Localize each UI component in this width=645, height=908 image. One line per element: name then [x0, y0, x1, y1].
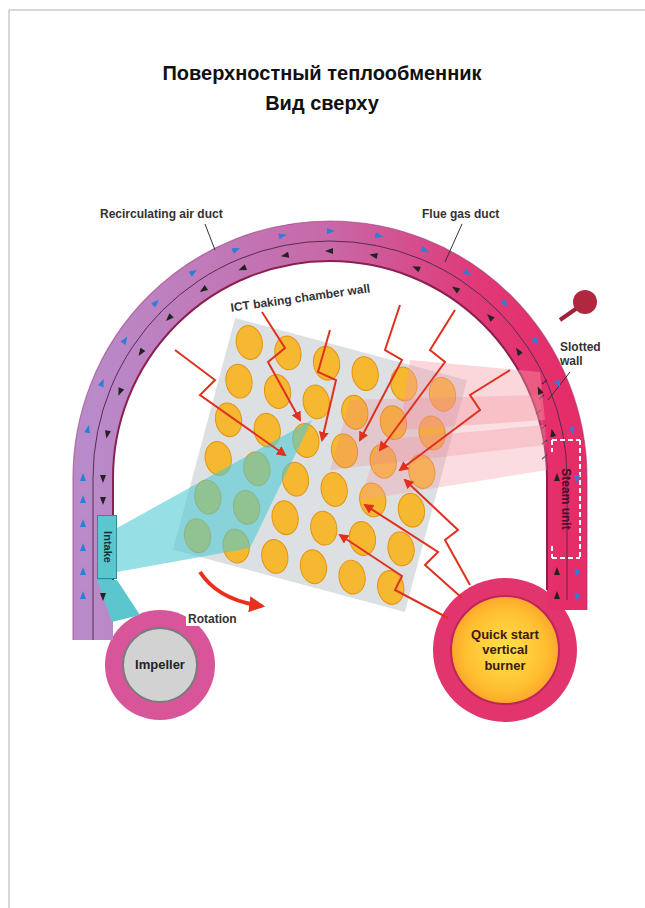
heat-arrow [400, 370, 510, 470]
steam-unit-bracket [552, 440, 580, 558]
node-text: Quick start vertical burner [466, 627, 544, 674]
flue-stack [573, 290, 597, 314]
product-piece [375, 568, 407, 606]
heat-arrow [262, 312, 300, 420]
flow-arrowhead [100, 497, 106, 505]
flow-arrowhead [463, 268, 471, 275]
heat-arrow [318, 330, 336, 440]
product-piece [223, 362, 255, 400]
heat-arrow [360, 305, 402, 440]
product-piece [272, 334, 304, 372]
flow-arrowhead [166, 313, 174, 321]
duct-band [93, 241, 567, 640]
hot-air-beam [330, 395, 545, 470]
flow-arrowhead [574, 569, 580, 577]
flow-arrowhead [487, 314, 495, 322]
flow-arrowhead [516, 348, 523, 356]
flow-arrowhead [325, 248, 333, 254]
leader-line [205, 224, 215, 250]
flow-arrowhead [80, 519, 86, 527]
flow-arrowhead [412, 266, 421, 272]
heat-arrow [380, 310, 455, 450]
flow-arrowhead [98, 379, 104, 388]
impeller-housing [105, 610, 215, 720]
duct-label: Flue gas duct [422, 207, 499, 221]
duct-divider [93, 241, 567, 640]
heat-arrow [405, 480, 470, 585]
flow-arrowhead [100, 593, 106, 601]
flow-arrowhead [278, 233, 286, 239]
flow-arrowhead [531, 337, 538, 345]
product-piece [269, 499, 301, 537]
flow-arrowhead [80, 473, 86, 481]
flow-arrowhead [375, 232, 383, 238]
duct-outer-edge [73, 221, 587, 640]
duct-label: Recirculating air duct [100, 207, 223, 221]
rotation-label: Rotation [186, 612, 239, 626]
wall-label: ICT baking chamber wall [229, 281, 370, 314]
flow-arrowhead [120, 337, 127, 345]
flow-arrowhead [421, 246, 430, 252]
flow-arrowhead [554, 473, 560, 481]
product-piece [298, 548, 330, 586]
page-frame [9, 10, 10, 908]
rotation-arrow [200, 572, 262, 606]
burner-circle: Quick start vertical burner [450, 595, 560, 705]
flow-arrowhead [118, 387, 124, 396]
flow-arrowhead [105, 430, 111, 438]
flow-arrowhead [452, 286, 460, 293]
flow-arrowhead [239, 264, 248, 270]
flow-arrowhead [500, 299, 508, 307]
product-piece [308, 509, 340, 547]
heat-arrow [340, 535, 448, 618]
flow-arrowhead [232, 248, 241, 254]
flow-arrowhead [554, 380, 560, 389]
steam-unit-box: Steam unit [553, 452, 579, 546]
intake-channel [97, 580, 140, 622]
leader-line [548, 372, 570, 400]
product-piece [234, 324, 266, 362]
flow-arrowhead [151, 300, 159, 308]
node-text: Intake [100, 531, 113, 563]
flow-arrows [80, 228, 580, 601]
flow-arrowhead [369, 253, 377, 259]
flow-arrowhead [80, 543, 86, 551]
heat-arrow [175, 350, 285, 455]
flow-arrowhead [327, 228, 335, 234]
flow-arrowhead [554, 591, 560, 599]
flow-arrowhead [550, 429, 556, 437]
product-piece [318, 470, 350, 508]
intake-box: Intake [97, 515, 117, 579]
radiant-heat-arrows [175, 305, 510, 618]
intake-air-beam [117, 420, 312, 572]
node-text: Impeller [135, 657, 185, 673]
flow-arrowhead [574, 475, 580, 483]
flow-arrowhead [554, 567, 560, 575]
page-frame [9, 10, 645, 11]
product-piece [349, 355, 381, 393]
product-piece [336, 558, 368, 596]
flow-arrowhead [100, 475, 106, 483]
flow-arrowhead [80, 495, 86, 503]
flow-arrowhead [80, 567, 86, 575]
flow-arrowhead [200, 285, 208, 292]
flow-arrowhead [569, 426, 575, 434]
impeller-circle: Impeller [122, 627, 198, 703]
flow-arrowhead [138, 348, 145, 356]
node-text: Steam unit [559, 468, 573, 529]
flow-arrowhead [281, 252, 289, 258]
diagram-title: Поверхностный теплообменник Вид сверху [152, 58, 492, 118]
product-piece [347, 519, 379, 557]
leader-line [445, 224, 462, 262]
flow-arrowhead [189, 270, 197, 277]
flow-arrowhead [84, 425, 90, 433]
flow-arrowhead [80, 591, 86, 599]
flow-arrowhead [538, 387, 544, 396]
flow-arrowhead [574, 593, 580, 601]
product-piece [259, 537, 291, 575]
wall-label: Slotted wall [560, 340, 620, 368]
